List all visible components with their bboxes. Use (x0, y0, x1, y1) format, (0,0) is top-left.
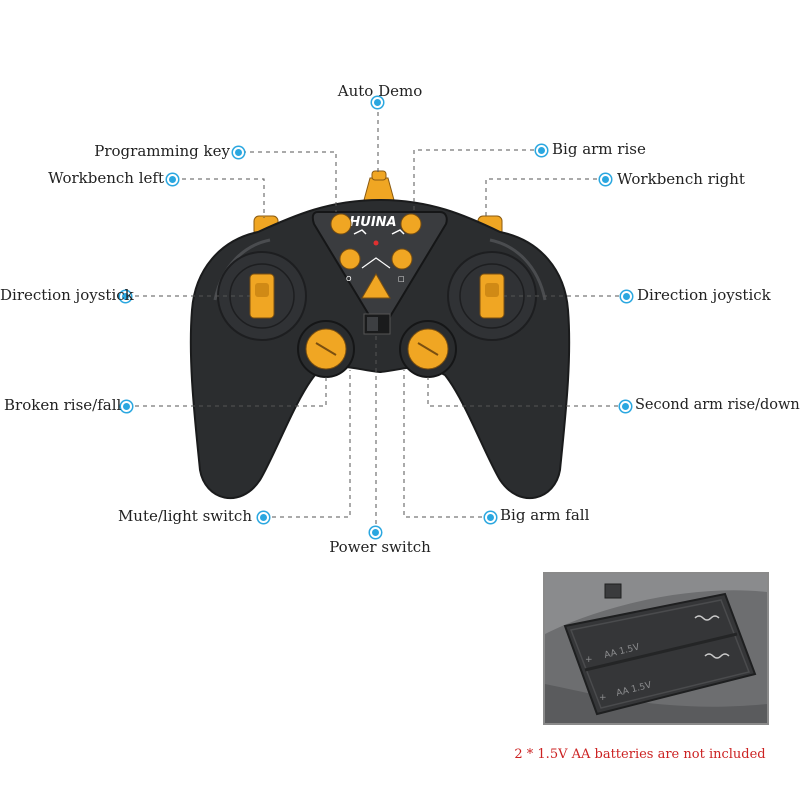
programming-key-button (330, 213, 352, 235)
label-big-arm-fall: Big arm fall (500, 506, 590, 524)
callout-dot-power-switch (370, 527, 381, 538)
svg-text:□: □ (398, 275, 405, 283)
leader-big-arm-rise (413, 149, 542, 212)
label-big-arm-rise: Big arm rise (552, 140, 646, 158)
label-workbench-left: Workbench left (48, 169, 164, 187)
callout-dot-direction-joystick-right (621, 291, 632, 302)
label-direction-joystick-right: Direction joystick (637, 286, 771, 304)
battery-not-included-note: 2 * 1.5V AA batteries are not included (514, 747, 766, 762)
bucket-left-button (339, 248, 361, 270)
controller: HUINA O □ (189, 170, 571, 499)
callout-dot-big-arm-fall (485, 512, 496, 523)
callout-dot-direction-joystick-left (120, 291, 131, 302)
battery-compartment-illustration: AA 1.5V AA 1.5V + + (545, 574, 767, 723)
leader-programming-key (242, 151, 337, 212)
callout-dot-programming-key (233, 147, 244, 158)
leader-big-arm-fall (403, 370, 490, 518)
label-power-switch: Power switch (329, 538, 431, 556)
svg-text:+: + (599, 693, 607, 703)
leader-second-arm-rise-down (427, 377, 626, 407)
indicator-led (373, 240, 379, 246)
label-programming-key: Programming key (94, 142, 230, 160)
leader-broken-rise-fall (127, 377, 327, 407)
label-direction-joystick-left: Direction joystick (0, 286, 134, 304)
power-switch (367, 317, 378, 331)
bucket-right-button (391, 248, 413, 270)
callout-dot-broken-rise-fall (121, 401, 132, 412)
big-arm-rise-button (400, 213, 422, 235)
leader-workbench-left (174, 178, 265, 218)
leader-workbench-right (485, 178, 605, 218)
svg-text:O: O (346, 275, 352, 283)
leader-mute-light-switch (264, 370, 351, 518)
callout-dot-auto-demo (372, 97, 383, 108)
callout-dot-workbench-left (167, 174, 178, 185)
leader-lines (127, 104, 627, 532)
label-workbench-right: Workbench right (617, 170, 745, 188)
label-mute-light-switch: Mute/light switch (117, 507, 252, 525)
callout-dot-mute-light-switch (258, 512, 269, 523)
battery-compartment-photo: AA 1.5V AA 1.5V + + (543, 572, 769, 725)
callout-dot-big-arm-rise (536, 145, 547, 156)
callout-dot-workbench-right (600, 174, 611, 185)
label-second-arm-rise-down: Second arm rise/down (635, 397, 800, 413)
label-broken-rise-fall: Broken rise/fall (4, 396, 122, 414)
callout-dot-second-arm-rise-down (620, 401, 631, 412)
label-auto-demo: Auto Demo (337, 82, 423, 100)
auto-demo-button (363, 177, 395, 201)
svg-text:+: + (585, 655, 593, 665)
brand-logo: HUINA (349, 215, 396, 230)
light-triangle-button (361, 273, 391, 299)
